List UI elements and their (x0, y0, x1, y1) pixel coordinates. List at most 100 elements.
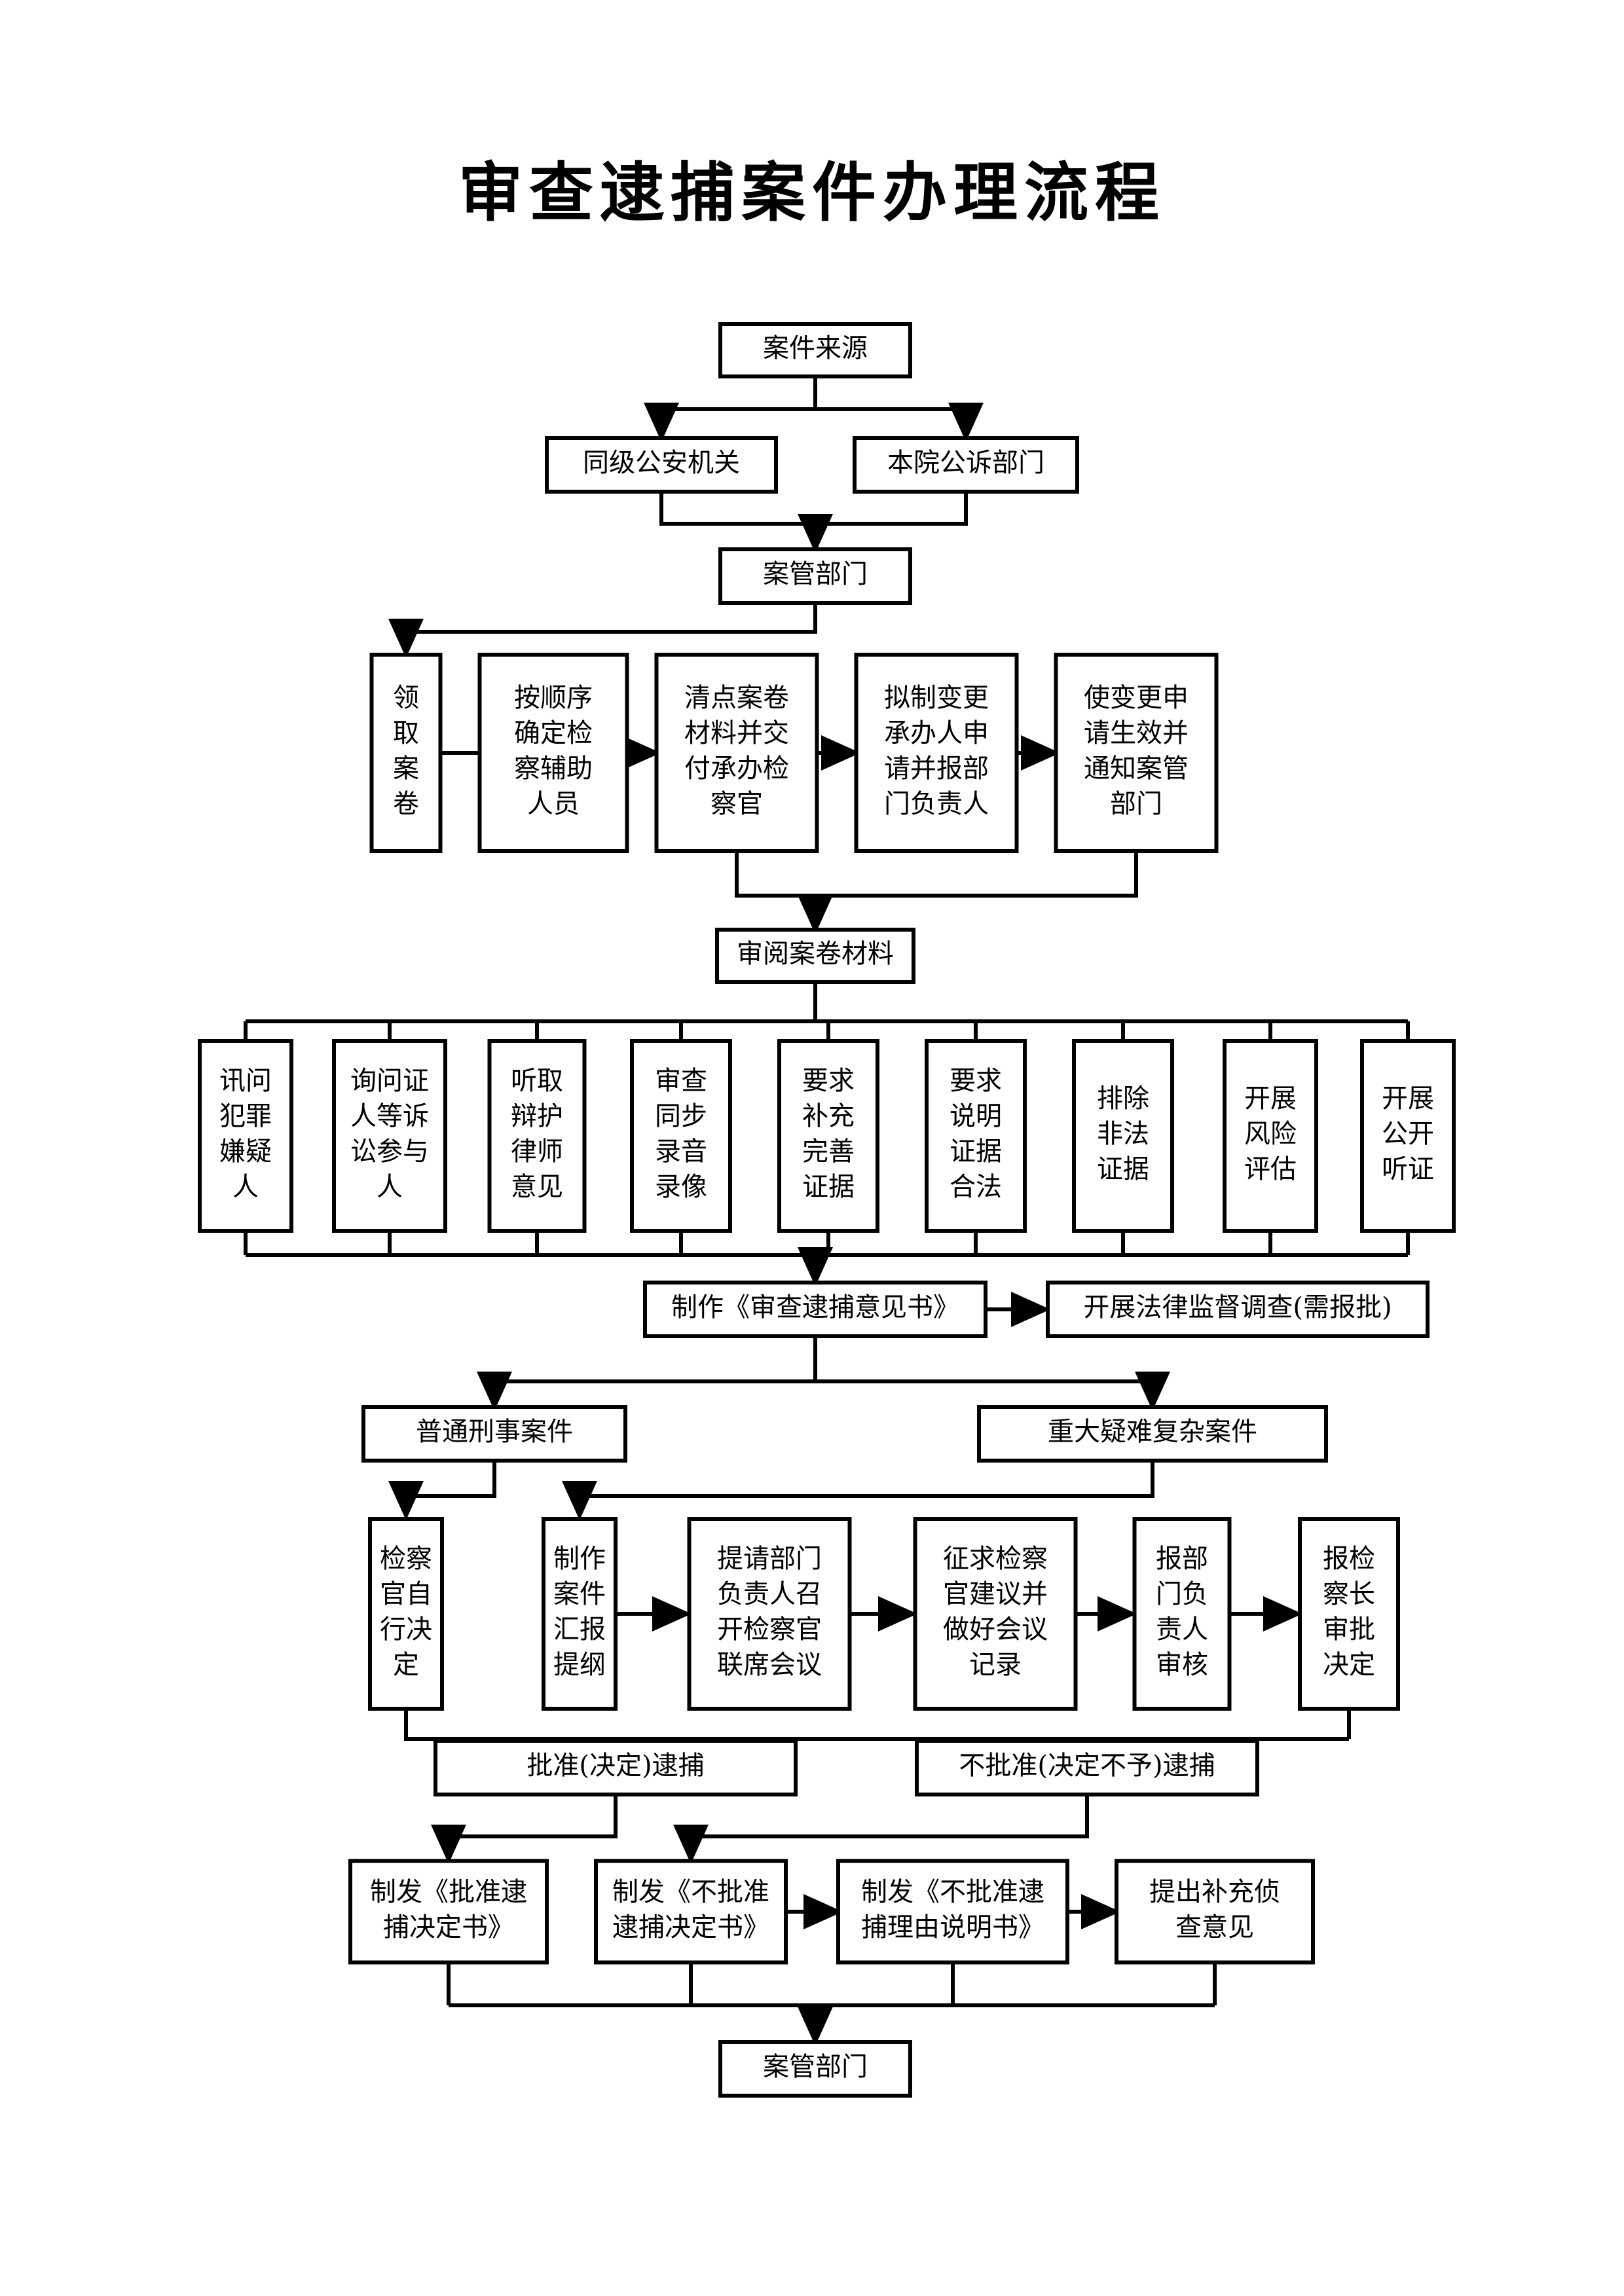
flow-node-box (1115, 1859, 1315, 1965)
flow-node-box (1223, 1039, 1318, 1233)
flow-node-label: 付承办检 (684, 754, 789, 784)
flow-node-label: 审批 (1323, 1614, 1375, 1645)
flow-node-label: 定 (393, 1650, 419, 1680)
flow-node-label: 录音 (655, 1137, 707, 1167)
flow-node-label: 门负 (1156, 1579, 1208, 1609)
flow-node-label: 卷 (393, 789, 419, 819)
flow-node[interactable]: 批准(决定)逮捕 (434, 1739, 798, 1796)
flow-node[interactable]: 制作《审查逮捕意见书》 (643, 1281, 987, 1338)
flow-node-label: 人等诉 (350, 1101, 429, 1131)
flow-node-label: 听证 (1382, 1154, 1434, 1184)
flow-node-box (1072, 1039, 1174, 1233)
flow-node-box (915, 1739, 1259, 1796)
flow-node-label: 察辅助 (514, 754, 593, 784)
flow-node-label: 律师 (511, 1137, 563, 1167)
flow-node-label: 负责人召 (717, 1579, 822, 1609)
flow-node[interactable]: 案管部门 (718, 547, 912, 605)
flow-node-label: 案件来源 (763, 333, 868, 363)
flow-node[interactable]: 开展法律监督调查(需报批) (1046, 1281, 1430, 1338)
flow-node-label: 本院公诉部门 (887, 448, 1044, 478)
flow-node-label: 询问证 (350, 1066, 429, 1096)
flow-node[interactable]: 审阅案卷材料 (715, 928, 915, 984)
flow-node-label: 案件 (553, 1579, 606, 1609)
flow-node[interactable]: 同级公安机关 (545, 436, 778, 494)
flow-node-label: 重大疑难复杂案件 (1048, 1417, 1257, 1447)
flow-node-label: 行决 (380, 1614, 432, 1645)
page-title: 审查逮捕案件办理流程 (458, 155, 1166, 230)
flow-node-label: 犯罪 (219, 1101, 272, 1131)
flow-node-label: 批准(决定)逮捕 (526, 1751, 704, 1781)
flow-node-box (1360, 1039, 1456, 1233)
flow-node-label: 讯问 (219, 1066, 272, 1096)
flow-node-label: 领 (393, 683, 419, 713)
flow-node-box (654, 653, 819, 853)
flow-node[interactable]: 普通刑事案件 (361, 1405, 627, 1463)
flow-node-label: 按顺序 (514, 683, 593, 713)
flow-node[interactable]: 本院公诉部门 (853, 436, 1079, 494)
flow-node-box (925, 1039, 1027, 1233)
edge-layer (244, 376, 1410, 2046)
flow-node-label: 提请部门 (717, 1544, 822, 1574)
flow-node-box (361, 1405, 627, 1463)
flow-node-box (332, 1039, 447, 1233)
flow-node-label: 联席会议 (717, 1650, 822, 1680)
flow-node-box (545, 436, 778, 494)
flow-node-label: 制发《批准逮 (370, 1877, 527, 1907)
flow-node-label: 合法 (950, 1172, 1002, 1202)
flow-node-box (718, 322, 912, 378)
flow-node-label: 证据 (950, 1137, 1002, 1167)
flow-node-label: 取 (393, 718, 419, 748)
flow-node[interactable]: 重大疑难复杂案件 (977, 1405, 1328, 1463)
flow-node-label: 人员 (527, 789, 580, 819)
flow-node-label: 同步 (655, 1101, 707, 1131)
flow-node-label: 材料并交 (684, 718, 789, 748)
flow-node-box (348, 1859, 549, 1965)
flow-node-label: 要求 (950, 1066, 1002, 1096)
flow-node[interactable]: 案管部门 (718, 2040, 912, 2098)
flow-node-label: 决定 (1323, 1650, 1375, 1680)
flow-node-box (777, 1039, 879, 1233)
flow-node-label: 要求 (802, 1066, 855, 1096)
flow-node-label: 官自 (380, 1579, 432, 1609)
flow-node-label: 查意见 (1175, 1912, 1254, 1942)
flow-node-box (718, 2040, 912, 2098)
flow-node-box (643, 1281, 987, 1338)
flow-node-label: 制发《不批准逮 (861, 1877, 1044, 1907)
flow-node[interactable]: 不批准(决定不予)逮捕 (915, 1739, 1259, 1796)
flow-node[interactable]: 案件来源 (718, 322, 912, 378)
flow-node-label: 开展 (1382, 1084, 1434, 1114)
flow-node-label: 察长 (1323, 1579, 1375, 1609)
flow-node-label: 排除 (1097, 1084, 1149, 1114)
flow-node-box (1298, 1517, 1400, 1711)
flow-node-label: 官建议并 (943, 1579, 1048, 1609)
flow-node-box (542, 1517, 618, 1711)
flow-node-box (630, 1039, 732, 1233)
flow-node-label: 听取 (511, 1066, 563, 1096)
flow-node-box (836, 1859, 1069, 1965)
